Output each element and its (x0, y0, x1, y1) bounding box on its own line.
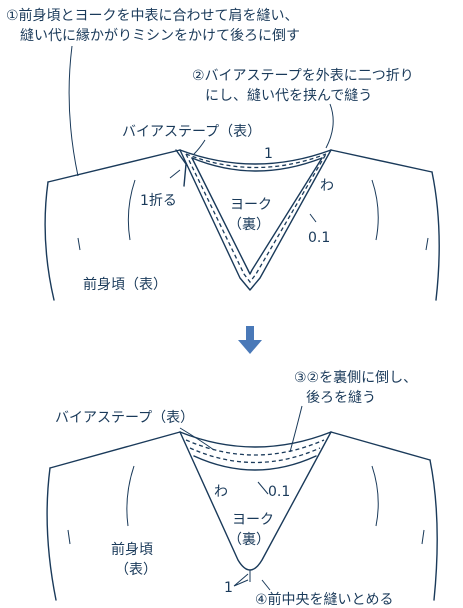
left-shoulder-line-bottom (49, 431, 181, 469)
down-arrow-icon (238, 326, 262, 354)
yoke-neck-outer-line (179, 149, 332, 165)
right-armhole-line-bottom (429, 459, 438, 601)
yoke-label-line1-bottom: ヨーク (232, 512, 274, 528)
measure-1-label-top: 1 (264, 146, 273, 162)
measure-01-label-bottom: 0.1 (268, 484, 290, 500)
step1-instruction-line2: 縫い代に縁かがりミシンをかけて後ろに倒す (20, 28, 300, 44)
bias-tape-label-bottom: バイアステープ（表） (55, 410, 194, 426)
step2-instruction-line1: ②バイアステープを外表に二つ折り (192, 68, 414, 84)
bottom-panel: ③②を裏側に倒し、 後ろを縫う バイアステープ（表） わ 0.1 ヨーク （裏）… (46, 369, 438, 608)
wa-label-bottom: わ (214, 484, 228, 500)
step1-instruction-line1: ①前身頃とヨークを中表に合わせて肩を縫い、 (6, 7, 299, 24)
step3-instruction-line1: ③②を裏側に倒し、 (294, 369, 417, 386)
bias-tape-label-top: バイアステープ（表） (122, 124, 261, 140)
measure-1-leader-bottom (233, 573, 249, 587)
yoke-neck-inner-line (191, 157, 323, 172)
neck-band-stitch-1 (185, 439, 325, 456)
neck-band-top-line (179, 431, 332, 448)
fold-label: 1折る (140, 193, 177, 209)
left-armhole-line (44, 181, 55, 301)
measure-1-label-bottom: 1 (224, 580, 233, 596)
step3-leader-line (289, 405, 303, 453)
left-tuck-line (127, 179, 136, 241)
measure-leader-bottom (257, 481, 269, 495)
step2-leader-line (325, 103, 334, 149)
step4-leader (261, 579, 271, 591)
left-shoulder-line (47, 149, 181, 183)
neck-band-stitch-2 (189, 447, 321, 464)
yoke-label-line1-top: ヨーク (230, 197, 272, 213)
front-body-label-line2-bottom: （表） (115, 562, 157, 578)
v-stitch-line (185, 153, 327, 284)
right-armhole-line (431, 171, 440, 301)
left-notch-bottom (67, 529, 71, 545)
front-body-label-line1-bottom: 前身頃 (111, 541, 153, 558)
yoke-label-line2-top: （裏） (228, 216, 270, 233)
step1-leader-line (68, 45, 79, 177)
neck-band-bottom-line (193, 455, 317, 471)
right-shoulder-line-bottom (330, 431, 431, 461)
measure-01-label-top: 0.1 (308, 230, 330, 246)
left-notch (77, 237, 81, 251)
left-tuck-line-bottom (126, 465, 135, 527)
wa-label-top: わ (320, 178, 334, 194)
right-notch-bottom (421, 529, 425, 545)
yoke-label-line2-bottom: （裏） (228, 531, 270, 548)
right-shoulder-line (330, 149, 433, 173)
bias-tape-leader-bottom (179, 427, 215, 451)
right-tuck-line (371, 179, 379, 241)
right-notch (425, 237, 429, 251)
step2-instruction-line2: にし、縫い代を挟んで縫う (205, 88, 372, 104)
step4-instruction: ④前中央を縫いとめる (255, 591, 394, 608)
neck-stitch-line (185, 153, 327, 169)
left-armhole-line-bottom (46, 467, 57, 601)
front-body-label-top: 前身頃（表） (83, 276, 167, 293)
measure-leader-top (309, 213, 317, 223)
top-panel: ①前身頃とヨークを中表に合わせて肩を縫い、 縫い代に縁かがりミシンをかけて後ろに… (6, 7, 440, 301)
fold-leader (169, 169, 181, 179)
step3-instruction-line2: 後ろを縫う (306, 390, 376, 406)
bias-tape-leader-top (193, 139, 206, 155)
v-inner-line (191, 157, 323, 275)
v-outer-line (179, 149, 332, 291)
fold-edge-line (175, 149, 187, 187)
right-tuck-line-bottom (371, 465, 379, 527)
